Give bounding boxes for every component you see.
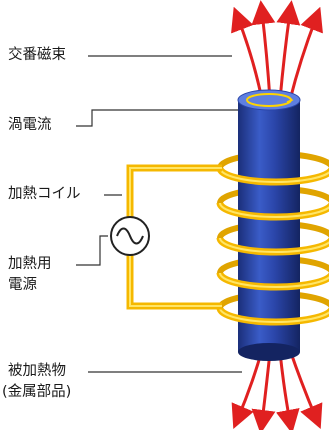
label-power-source-line1: 加熱用 bbox=[8, 255, 54, 274]
flux-arrow bbox=[251, 351, 276, 430]
label-eddy-current: 渦電流 bbox=[8, 116, 54, 135]
flux-arrows-top bbox=[231, 0, 323, 101]
heating-coil bbox=[216, 167, 329, 326]
flux-arrow bbox=[231, 6, 264, 101]
flux-arrow bbox=[275, 351, 300, 430]
leader-lines bbox=[76, 55, 242, 373]
workpiece-cylinder bbox=[237, 89, 301, 361]
circuit-wires bbox=[126, 164, 222, 310]
leader-line-eddy bbox=[76, 109, 240, 127]
ac-source-icon bbox=[110, 216, 150, 256]
label-workpiece-line2: (金属部品) bbox=[2, 383, 74, 402]
label-workpiece-line1: 被加熱物 bbox=[8, 362, 68, 381]
label-power-source-line2: 電源 bbox=[8, 276, 39, 295]
flux-arrow bbox=[288, 6, 323, 101]
label-heating-coil: 加熱コイル bbox=[8, 185, 83, 204]
leader-line-power bbox=[76, 235, 108, 266]
flux-arrow bbox=[276, 0, 301, 101]
flux-arrows-bottom bbox=[231, 349, 323, 430]
flux-arrow bbox=[251, 0, 276, 101]
label-alternating-flux: 交番磁束 bbox=[8, 46, 68, 65]
flux-arrow bbox=[288, 349, 323, 430]
